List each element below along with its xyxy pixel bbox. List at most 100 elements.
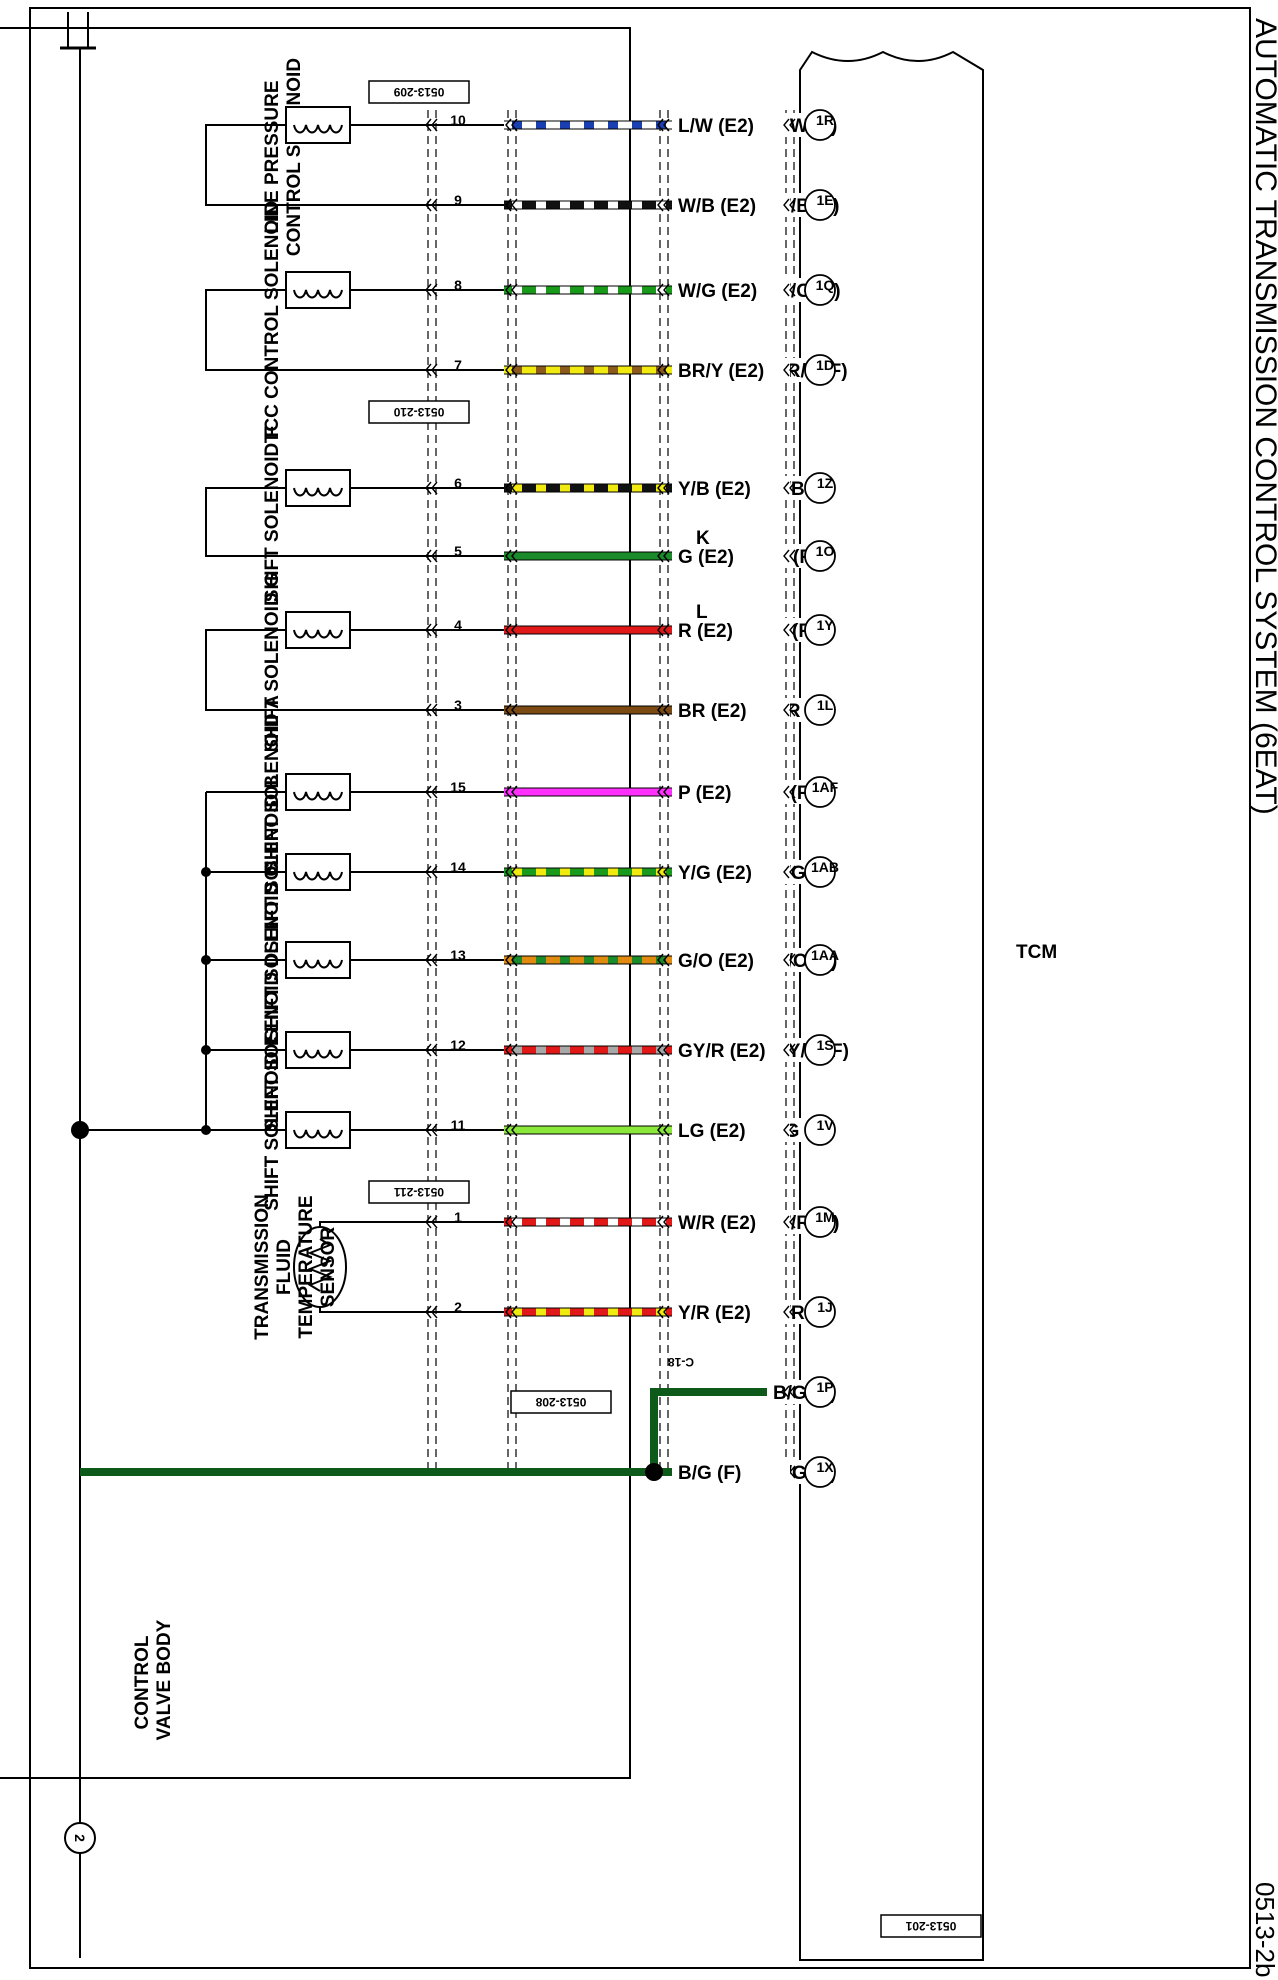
- tcm-box: [799, 50, 984, 1961]
- connector-chevron-harness: [657, 118, 670, 132]
- valve-pin-label: 12: [450, 1037, 466, 1053]
- sensor-wire: [319, 1221, 398, 1313]
- connector-chevron-valve: [425, 198, 438, 212]
- connector-chevron-valve: [425, 1305, 438, 1319]
- tcm-pin-label: 1E: [816, 192, 833, 208]
- wire-1o: G (F)G (E2)1O5: [398, 540, 885, 572]
- wire-label-bg: [672, 193, 790, 217]
- connector-chevron-e2: [505, 1215, 518, 1229]
- connector-chevron-tcm: [783, 623, 796, 637]
- component-label: SHIFT SOLENOID B: [262, 775, 283, 953]
- connector-chevron-tcm: [783, 1043, 796, 1057]
- tcm-pin-circle: [804, 472, 836, 504]
- solenoid-3: SHIFT SOLENOID G: [205, 572, 398, 752]
- tcm-pin-circle: [804, 109, 836, 141]
- solenoid-coil-icon: [293, 1129, 343, 1139]
- wire-label-bg: [672, 113, 790, 137]
- wire-label-e2: LG (E2): [678, 1121, 746, 1142]
- wire-label-e2: GY/R (E2): [678, 1041, 766, 1062]
- connector-chevron-valve: [425, 118, 438, 132]
- connector-chevron-valve: [425, 549, 438, 563]
- ground-splice-dot: [71, 1121, 89, 1139]
- solenoid-coil-icon: [293, 289, 343, 299]
- wire-label-bg: [672, 948, 790, 972]
- valve-pin-label: 13: [450, 947, 466, 963]
- connector-chevron-tcm: [783, 198, 796, 212]
- connector-chevron-e2: [505, 481, 518, 495]
- wire-label-bg: [672, 1210, 790, 1234]
- connector-chevron-harness: [657, 785, 670, 799]
- svg-text:0513-211: 0513-211: [394, 1185, 444, 1199]
- connector-chevron-tcm: [783, 549, 796, 563]
- valve-pin-label: 15: [450, 779, 466, 795]
- wire-label-bg: [672, 278, 790, 302]
- ground-wires: B/G (F)1PB/G (F)1XB/G (F): [80, 1376, 885, 1488]
- solenoid-coil-icon: [293, 124, 343, 134]
- wire-label-e2: Y/R (E2): [678, 1303, 751, 1324]
- connector-tag-harness: C-18: [668, 1355, 694, 1369]
- connector-chevron-tcm: [783, 785, 796, 799]
- connector-chevron-tcm: [783, 865, 796, 879]
- solenoid-2: SHIFT SOLENOID F: [205, 426, 398, 602]
- ground-wire-lower-label: B/G (F): [678, 1463, 741, 1484]
- connector-chevron-valve: [425, 481, 438, 495]
- svg-text:0513-208: 0513-208: [535, 1395, 586, 1409]
- tcm-pin-circle: [804, 540, 836, 572]
- tcm-pin-label: 1L: [817, 697, 834, 713]
- tcm-pin-circle: [804, 776, 836, 808]
- svg-text:0513-210: 0513-210: [393, 405, 444, 419]
- valve-pin-label: 9: [454, 192, 462, 208]
- wire-label-bg: [672, 860, 790, 884]
- connector-chevron-valve: [425, 1123, 438, 1137]
- wire-1j: Y/R (F)Y/R (E2)1J2: [398, 1296, 885, 1328]
- wire-label-e2: G (E2): [678, 547, 734, 568]
- solenoid-common-line: [71, 792, 207, 1139]
- valve-pin-label: 4: [454, 617, 462, 633]
- connector-chevron-harness: [657, 953, 670, 967]
- connector-chevron-e2: [505, 1305, 518, 1319]
- solenoid-3: [285, 611, 351, 649]
- component-label: TCC CONTROL SOLENOID: [262, 201, 283, 443]
- connector-chevron-e2: [505, 865, 518, 879]
- wire-label-bg: [672, 476, 790, 500]
- tcm-pin-circle: [804, 944, 836, 976]
- connector-chevron-valve: [425, 1043, 438, 1057]
- connector-chevron-tcm: [783, 1215, 796, 1229]
- diagram-title: AUTOMATIC TRANSMISSION CONTROL SYSTEM (6…: [1249, 18, 1278, 815]
- wire-1e: W/B (F)W/B (E2)1E9: [398, 189, 885, 221]
- wire-1z: Y/B (F)Y/B (E2)1Z6: [398, 472, 885, 504]
- connector-tag-line-pressure: 0513-209: [368, 80, 470, 104]
- component-label: SHIFT SOLENOID C: [262, 863, 283, 1042]
- wire-label-e2: L/W (E2): [678, 116, 754, 137]
- valve-pin-label: 3: [454, 697, 462, 713]
- ground-terminal: [64, 1822, 96, 1854]
- connector-tag-tcc: 0513-210: [368, 400, 470, 424]
- connector-chevron-valve: [425, 785, 438, 799]
- connector-chevron-valve: [425, 283, 438, 297]
- connector-chevron-harness: [657, 703, 670, 717]
- tcm-pin-circle: [804, 189, 836, 221]
- tcm-pin-circle: [804, 1206, 836, 1238]
- connector-chevron-harness: [657, 1043, 670, 1057]
- connector-chevron-harness: [657, 623, 670, 637]
- connector-chevron-tcm: [783, 1305, 796, 1319]
- wire-label-e2: R (E2): [678, 621, 733, 642]
- wire-label-bg: [672, 1038, 790, 1062]
- connector-chevron-tcm: [783, 118, 796, 132]
- svg-text:0513-209: 0513-209: [393, 85, 444, 99]
- tcm-pin-label: 1V: [816, 1117, 834, 1133]
- ground-wire-merge: B/G (F): [80, 1388, 790, 1484]
- wire-label-e2: W/R (E2): [678, 1213, 756, 1234]
- solenoid-4: [285, 773, 351, 811]
- connector-chevron-tcm: [783, 1123, 796, 1137]
- sensor-label: TRANSMISSIONFLUIDTEMPERATURESENSOR: [252, 1194, 339, 1340]
- tcm-pin-circle: [804, 1456, 836, 1488]
- connector-chevron-valve: [425, 1215, 438, 1229]
- tcm-pin-label: 1P: [816, 1379, 833, 1395]
- wire-label-e2: W/B (E2): [678, 196, 756, 217]
- component-label: SHIFT SOLENOID G: [262, 572, 283, 751]
